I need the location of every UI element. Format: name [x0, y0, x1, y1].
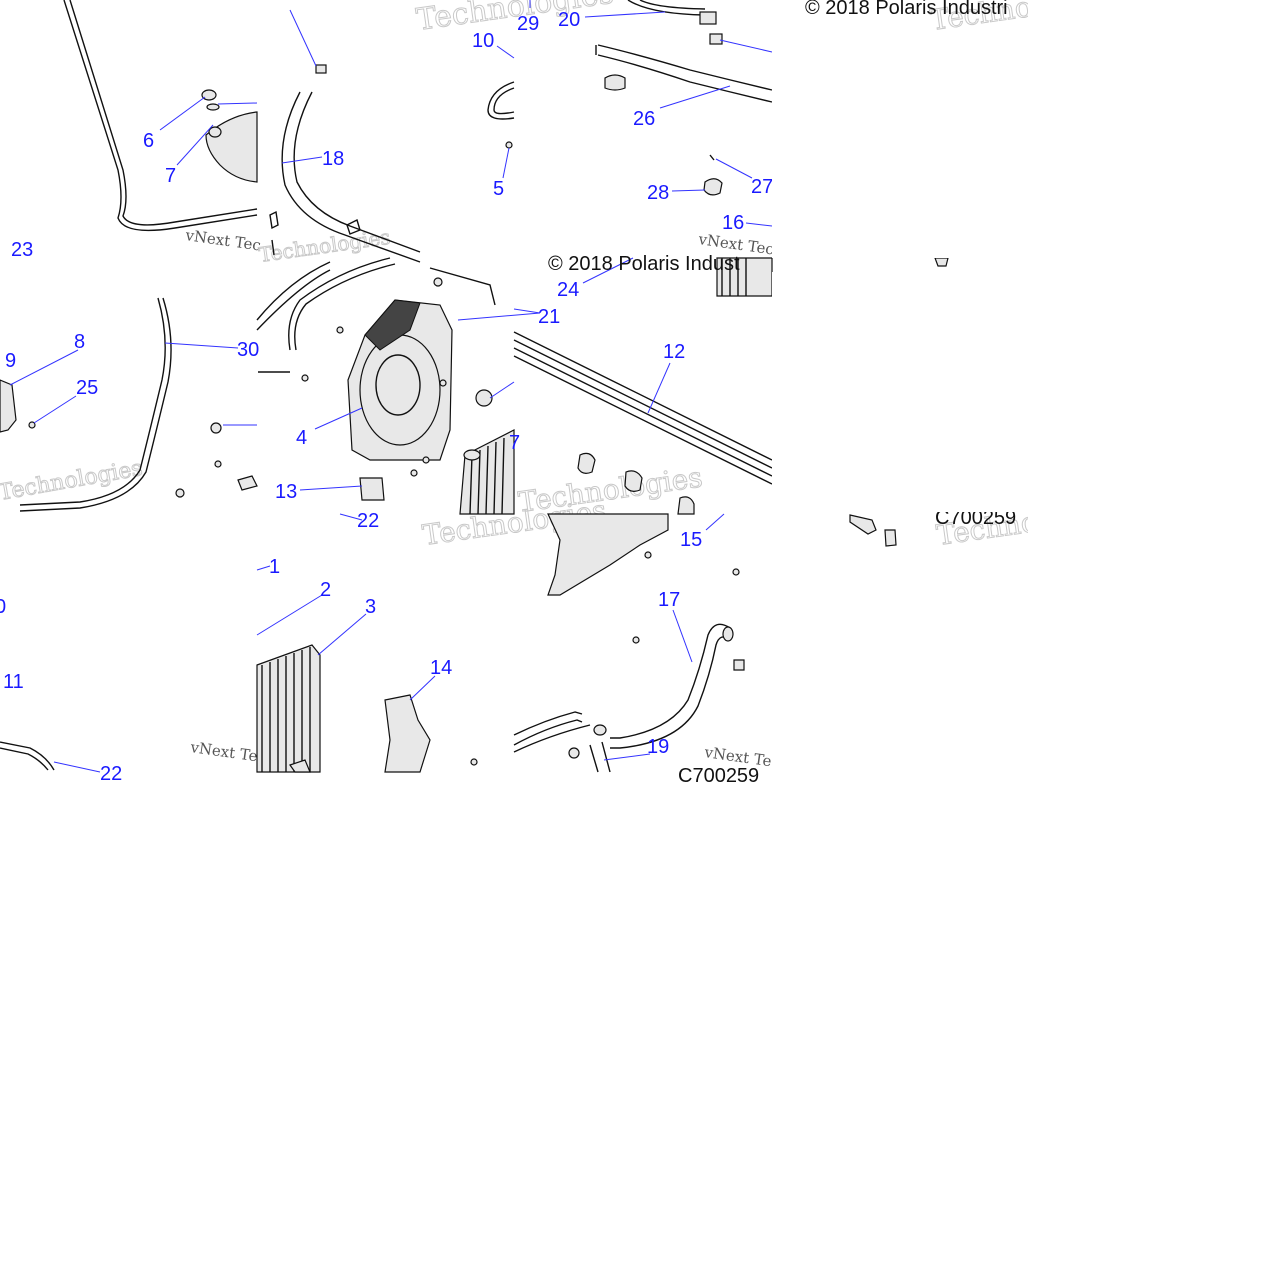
callout-7b: 7	[509, 432, 520, 454]
leader-lines	[9, 0, 773, 773]
radiator-fan-assembly	[256, 257, 515, 515]
callout-28: 28	[647, 182, 669, 204]
callout-12: 12	[663, 341, 685, 363]
callout-5: 5	[493, 178, 504, 200]
diagram-code: C700259	[935, 507, 1016, 529]
callout-29: 29	[517, 13, 539, 35]
callout-15: 15	[680, 529, 702, 551]
hose-18	[269, 64, 421, 263]
watermark-technologies: Technologies	[0, 456, 144, 506]
watermark-technologies: Technologies	[414, 0, 615, 38]
tube-12	[513, 257, 773, 515]
callout-9: 9	[5, 350, 16, 372]
callout-6: 6	[143, 130, 154, 152]
watermark-technologies: Technologies	[257, 225, 391, 267]
callout-18: 18	[322, 148, 344, 170]
callout-22: 22	[357, 510, 379, 532]
radiator-lower	[0, 644, 478, 773]
reservoir-assembly	[63, 0, 258, 232]
callout-3: 3	[365, 596, 376, 618]
copyright-and-codes: © 2018 Polaris Industri © 2018 Polaris I…	[548, 0, 1016, 787]
copyright-notice: © 2018 Polaris Industri	[805, 0, 1008, 19]
bracket-and-hose-17	[513, 513, 745, 773]
callout-14: 14	[430, 657, 452, 679]
callout-23: 23	[11, 239, 33, 261]
callout-11: 11	[3, 671, 24, 693]
callout-4: 4	[296, 427, 307, 449]
callout-8: 8	[74, 331, 85, 353]
callout-1: 1	[269, 556, 280, 578]
callout-13: 13	[275, 481, 297, 503]
callout-17: 17	[658, 589, 680, 611]
right-fragments	[849, 257, 949, 547]
callout-2: 2	[320, 579, 331, 601]
callout-20: 20	[558, 9, 580, 31]
callout-22b: 22	[100, 763, 122, 785]
callout-21: 21	[538, 306, 560, 328]
callout-25: 25	[76, 377, 98, 399]
callout-26: 26	[633, 108, 655, 130]
callout-16: 16	[722, 212, 744, 234]
callout-30: 30	[237, 339, 259, 361]
callout-27: 27	[751, 176, 773, 198]
callout-7: 7	[165, 165, 176, 187]
callout-19: 19	[647, 736, 669, 758]
line-10	[487, 81, 515, 149]
callout-labels: 29 20 10 6 7 18 5 26 27 28 16 23 24 21 1…	[0, 9, 773, 785]
diagram-code: C700259	[678, 765, 759, 787]
hoses-20-26	[595, 0, 773, 196]
callout-0: 0	[0, 596, 6, 618]
callout-10: 10	[472, 30, 494, 52]
copyright-notice-partial: © 2018 Polaris Indust	[548, 253, 740, 275]
callout-24: 24	[557, 279, 579, 301]
tank-line-30	[0, 297, 258, 512]
watermark-brand: vNext Tec	[188, 738, 267, 767]
watermark-brand: vNext Tec	[183, 226, 262, 255]
